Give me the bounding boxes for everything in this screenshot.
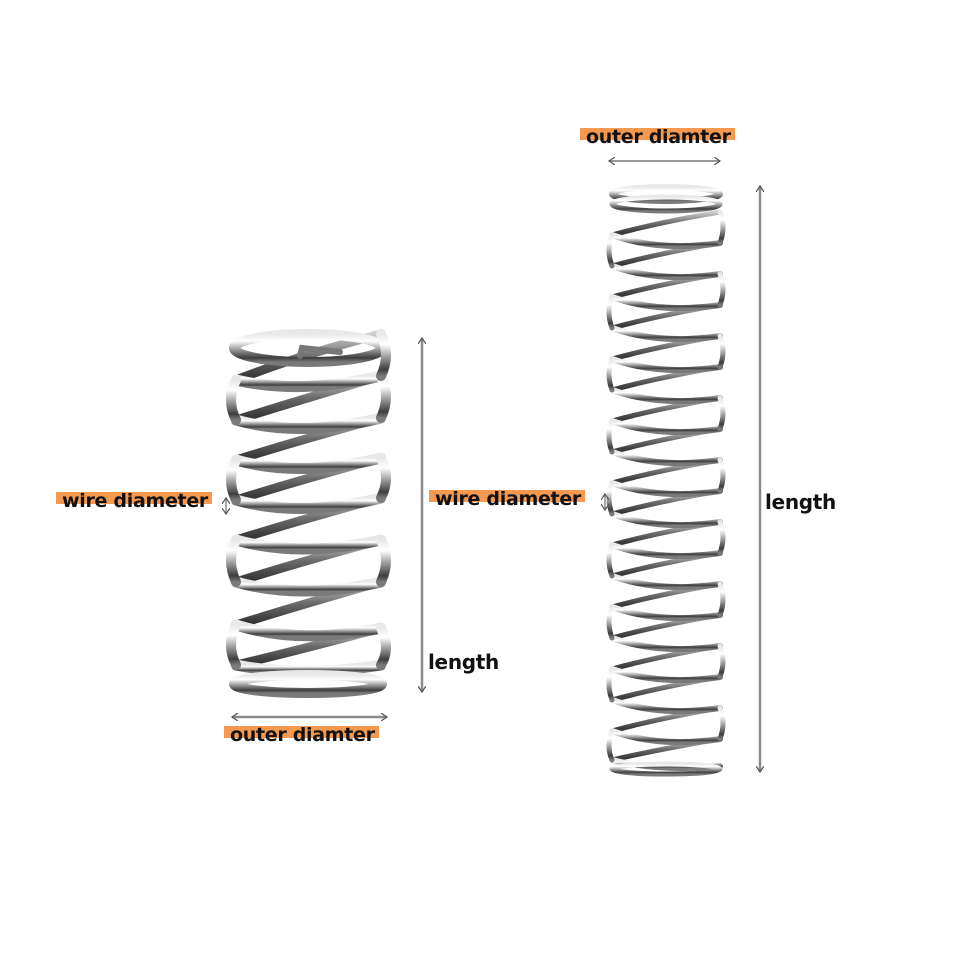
right-length-label: length: [765, 492, 836, 512]
left-outer-diameter-label: outer diamter: [224, 726, 379, 745]
label-text: length: [765, 490, 836, 514]
label-text: wire diameter: [435, 488, 581, 510]
label-text: outer diamter: [586, 126, 731, 148]
label-text: wire diameter: [62, 490, 208, 512]
label-text: length: [428, 650, 499, 674]
label-text: outer diamter: [230, 724, 375, 746]
right-spring: [606, 184, 726, 777]
dimension-arrows: [226, 161, 760, 772]
right-outer-diameter-label: outer diamter: [580, 128, 735, 147]
left-spring: [226, 329, 391, 698]
left-wire-diameter-label: wire diameter: [56, 492, 212, 511]
right-wire-diameter-label: wire diameter: [429, 490, 585, 509]
left-length-label: length: [428, 652, 499, 672]
